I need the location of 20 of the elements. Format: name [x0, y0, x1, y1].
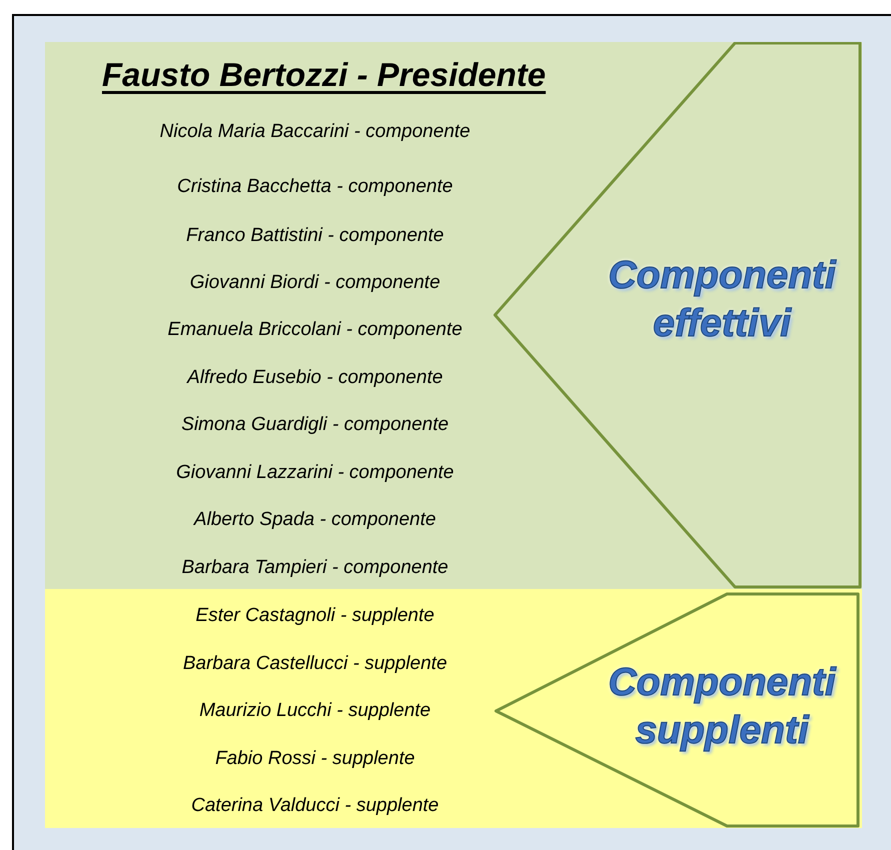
section-label: Componenti effettivi: [608, 254, 836, 345]
member-name: Emanuela Briccolani - componente: [168, 319, 462, 340]
member-name: Alberto Spada - componente: [194, 509, 436, 530]
member-name: Fabio Rossi - supplente: [215, 748, 415, 769]
member-name: Maurizio Lucchi - supplente: [199, 700, 431, 721]
panel-band: [45, 42, 862, 589]
member-name: Alfredo Eusebio - componente: [187, 367, 443, 388]
president-title: Fausto Bertozzi - Presidente: [102, 56, 546, 93]
member-name: Franco Battistini - componente: [186, 225, 444, 246]
panel-band: [45, 589, 862, 828]
member-name: Giovanni Biordi - componente: [190, 272, 440, 293]
member-name: Barbara Tampieri - componente: [182, 557, 448, 578]
member-name: Ester Castagnoli - supplente: [196, 605, 434, 626]
member-name: Cristina Bacchetta - componente: [177, 176, 453, 197]
member-name: Simona Guardigli - componente: [181, 414, 449, 435]
member-name: Caterina Valducci - supplente: [191, 795, 439, 816]
section-label: Componenti supplenti: [608, 661, 836, 752]
member-name: Barbara Castellucci - supplente: [182, 653, 448, 674]
member-name: Nicola Maria Baccarini - componente: [160, 121, 470, 142]
member-name: Giovanni Lazzarini - componente: [176, 462, 454, 483]
